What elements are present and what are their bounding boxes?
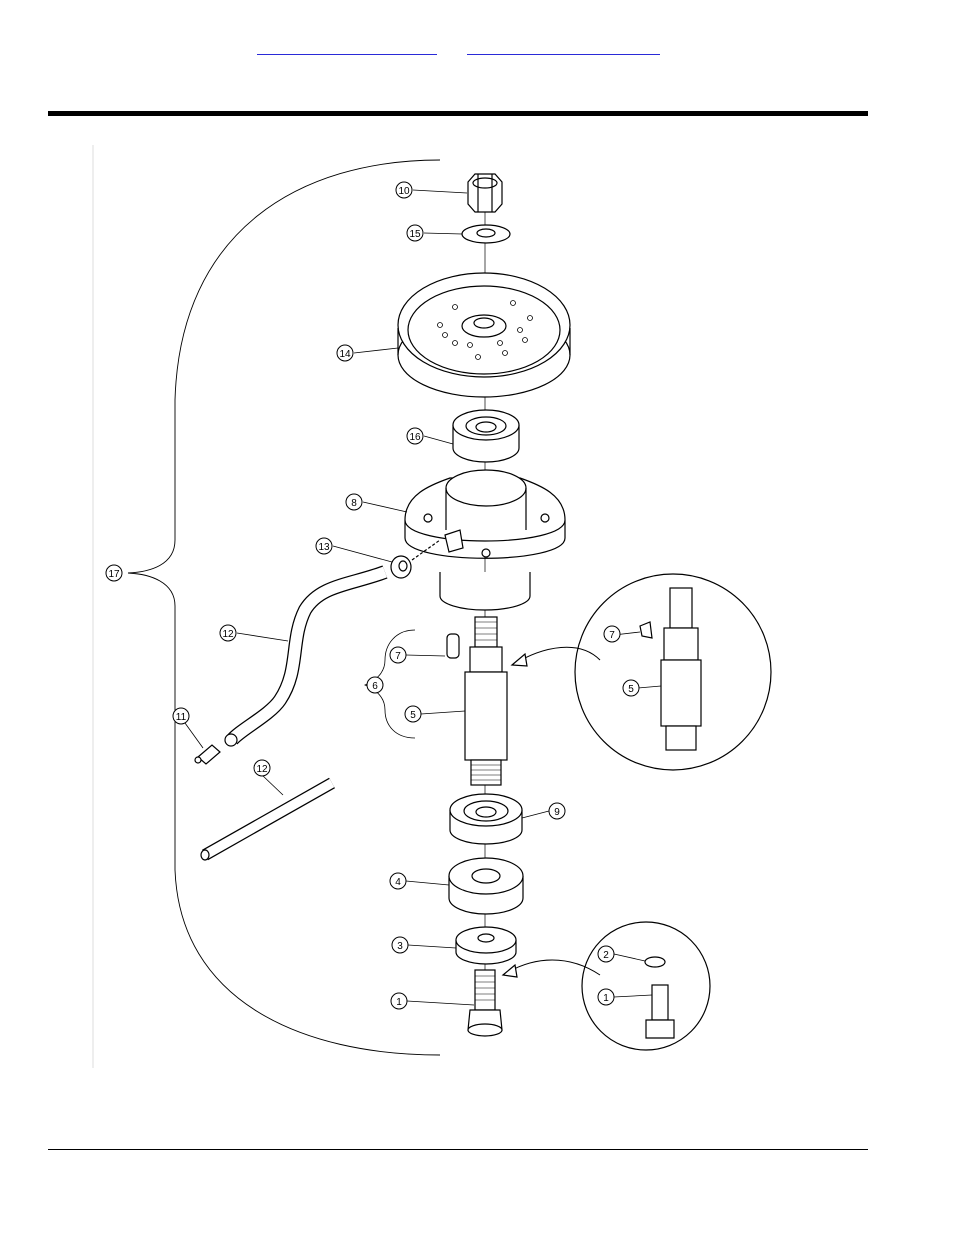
callout-1b: 1 bbox=[598, 989, 614, 1005]
callout-7a: 7 bbox=[390, 647, 406, 663]
callout-17: 17 bbox=[106, 565, 122, 581]
spindle-shaft bbox=[465, 617, 507, 785]
spindle-housing bbox=[405, 470, 565, 610]
svg-text:7: 7 bbox=[609, 630, 615, 641]
callout-10: 10 bbox=[396, 182, 412, 198]
svg-text:17: 17 bbox=[108, 569, 120, 580]
svg-text:14: 14 bbox=[339, 349, 351, 360]
callout-1a: 1 bbox=[391, 993, 407, 1009]
woodruff-key bbox=[447, 634, 459, 658]
detail-circle-shaft bbox=[575, 574, 771, 770]
washer bbox=[462, 225, 510, 243]
callout-4: 4 bbox=[390, 873, 406, 889]
grease-tube bbox=[225, 572, 385, 746]
svg-text:12: 12 bbox=[222, 629, 234, 640]
svg-text:2: 2 bbox=[603, 950, 609, 961]
svg-text:4: 4 bbox=[395, 877, 401, 888]
callout-8: 8 bbox=[346, 494, 362, 510]
bolt bbox=[468, 970, 502, 1036]
grease-zerk bbox=[195, 745, 220, 764]
footer-rule bbox=[48, 1149, 868, 1150]
callout-16: 16 bbox=[407, 428, 423, 444]
svg-text:7: 7 bbox=[395, 651, 401, 662]
straight-tube bbox=[201, 783, 332, 860]
callout-9: 9 bbox=[549, 803, 565, 819]
pulley bbox=[398, 273, 570, 397]
svg-text:13: 13 bbox=[318, 542, 330, 553]
svg-text:12: 12 bbox=[256, 764, 268, 775]
svg-text:10: 10 bbox=[398, 186, 410, 197]
upper-bearing bbox=[453, 410, 519, 462]
svg-text:9: 9 bbox=[554, 807, 560, 818]
callout-6: 6 bbox=[367, 677, 383, 693]
callout-5b: 5 bbox=[623, 680, 639, 696]
callout-15: 15 bbox=[407, 225, 423, 241]
svg-text:8: 8 bbox=[351, 498, 357, 509]
callout-13: 13 bbox=[316, 538, 332, 554]
detail-circle-bolt bbox=[582, 922, 710, 1050]
callout-11: 11 bbox=[173, 708, 189, 724]
svg-text:5: 5 bbox=[628, 684, 634, 695]
callout-3: 3 bbox=[392, 937, 408, 953]
callout-12a: 12 bbox=[220, 625, 236, 641]
hex-nut bbox=[468, 174, 502, 212]
svg-text:11: 11 bbox=[176, 712, 187, 723]
svg-text:1: 1 bbox=[396, 997, 402, 1008]
callout-12b: 12 bbox=[254, 760, 270, 776]
svg-text:3: 3 bbox=[397, 941, 403, 952]
svg-text:16: 16 bbox=[409, 432, 421, 443]
callout-14: 14 bbox=[337, 345, 353, 361]
svg-text:15: 15 bbox=[409, 229, 421, 240]
assembly-brace bbox=[128, 160, 440, 1055]
callout-5a: 5 bbox=[405, 706, 421, 722]
bearing-spacer bbox=[449, 858, 523, 914]
seal-cap bbox=[456, 927, 516, 964]
svg-text:5: 5 bbox=[410, 710, 416, 721]
callout-2: 2 bbox=[598, 946, 614, 962]
svg-text:1: 1 bbox=[603, 993, 609, 1004]
callout-7b: 7 bbox=[604, 626, 620, 642]
svg-text:6: 6 bbox=[372, 681, 378, 692]
lower-bearing bbox=[450, 794, 522, 844]
